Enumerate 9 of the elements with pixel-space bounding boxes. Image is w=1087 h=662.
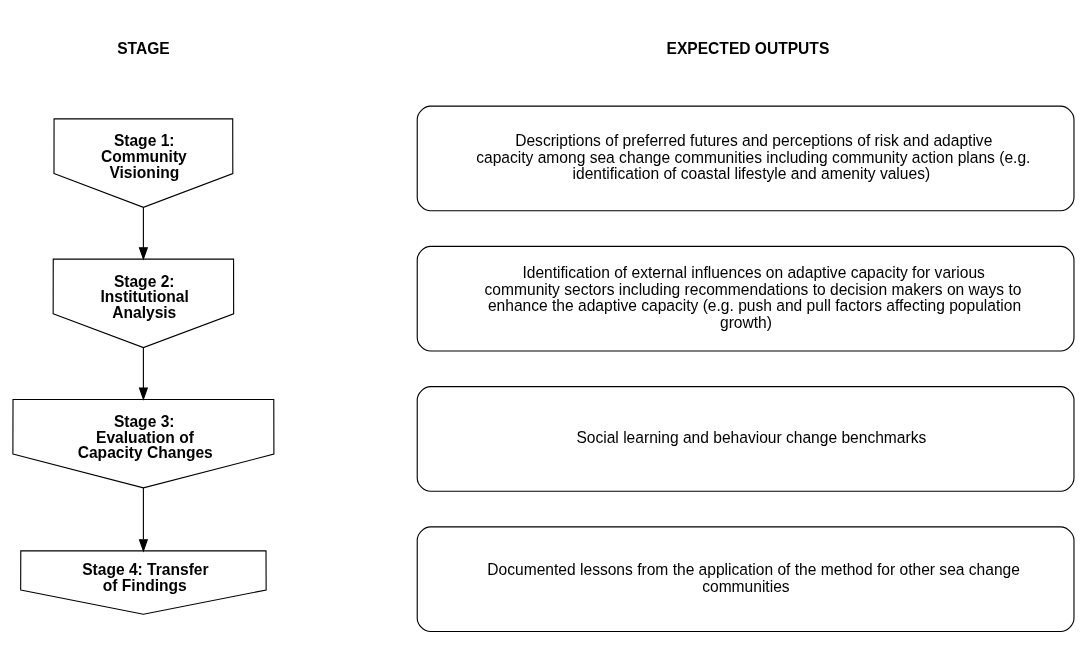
node-box: Identification of external influences on adaptive capacity for various community sectors including recommendations to decision makers on ways to enhance the adaptive capacity (e.g. push and pull factors affecting population growth)	[416, 245, 1075, 352]
arrow	[138, 347, 149, 401]
node-box: Social learning and behaviour change benchmarks	[416, 386, 1075, 492]
node-box: Documented lessons from the application of the method for other sea change communities	[416, 526, 1075, 633]
label: EXPECTED OUTPUTS	[666, 39, 830, 57]
node-box: Descriptions of preferred futures and perceptions of risk and adaptive capacity among sea change communities including community action plans (e.g. identification of coastal lifestyle and amenity values)	[416, 105, 1075, 212]
label: STAGE	[117, 39, 170, 57]
arrow	[138, 206, 149, 261]
arrow	[138, 487, 149, 553]
